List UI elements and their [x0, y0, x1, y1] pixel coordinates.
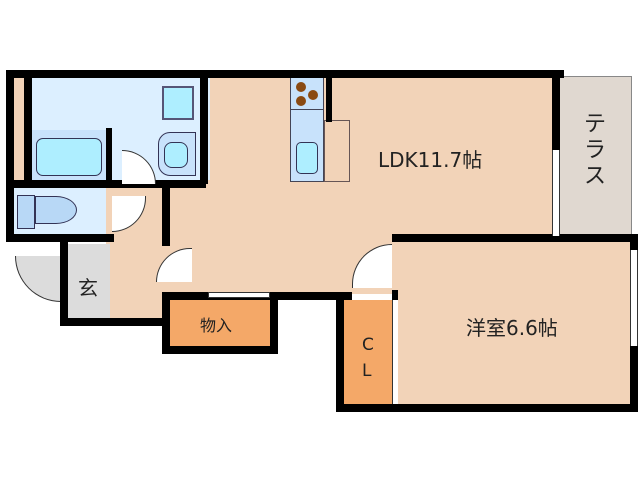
wall-bath-mid — [106, 128, 112, 184]
closet-label: CL — [362, 335, 374, 381]
wall-entrance-left — [60, 242, 68, 326]
window-terrace[interactable] — [552, 150, 560, 236]
wall-bath-bottom — [6, 180, 206, 188]
wall-storage-right — [270, 292, 278, 354]
bathtub — [36, 138, 102, 176]
storage-label: 物入 — [200, 316, 233, 335]
burner-icon — [308, 90, 318, 100]
washbasin — [162, 86, 194, 120]
storage-door[interactable] — [208, 292, 270, 298]
entrance-door[interactable] — [15, 256, 61, 302]
wall-entrance-bottom — [60, 318, 170, 326]
toilet-tank — [17, 195, 35, 229]
wall-kitchen — [326, 76, 332, 122]
closet-door[interactable] — [392, 300, 398, 404]
left-strip — [12, 78, 24, 180]
toilet-bowl — [35, 196, 77, 224]
entrance-label: 玄 — [78, 276, 98, 300]
wall-bottom — [336, 404, 638, 412]
kitchen-sink — [296, 142, 318, 174]
stove — [290, 76, 324, 110]
burner-icon — [296, 82, 306, 92]
storage — [170, 300, 270, 346]
wall-ldk-right-upper — [552, 70, 560, 152]
kitchen-side-counter — [324, 120, 350, 182]
ldk-label: LDK11.7帖 — [378, 148, 483, 172]
wall-toilet-bottom — [6, 234, 114, 242]
wall-storage-bottom — [162, 346, 278, 354]
wall-closet-left — [336, 292, 344, 410]
wall-left — [6, 70, 14, 242]
closet — [344, 300, 396, 404]
terrace — [558, 76, 632, 236]
western-room-label: 洋室6.6帖 — [466, 316, 558, 340]
wall-hall-right — [162, 184, 170, 246]
wall-room-top — [392, 234, 638, 242]
wall-bath-right — [200, 76, 208, 184]
terrace-label: テラス — [584, 112, 607, 189]
wall-storage-outer — [162, 292, 170, 354]
wall-top — [6, 70, 564, 78]
burner-icon — [296, 96, 306, 106]
wall-bath-left — [24, 70, 32, 182]
toilet-1 — [164, 142, 188, 168]
entrance — [68, 244, 110, 320]
window-room-east[interactable] — [630, 250, 638, 346]
western-room-floor — [398, 240, 630, 406]
